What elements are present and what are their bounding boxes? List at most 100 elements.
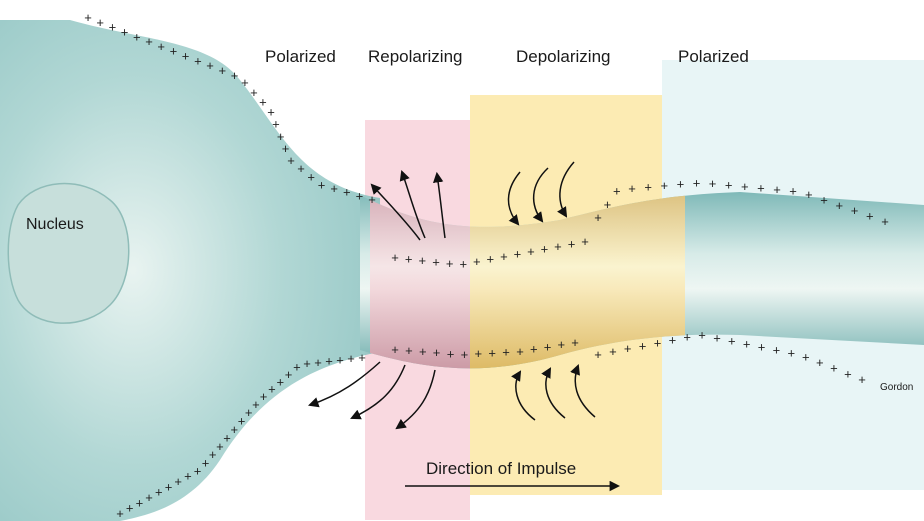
charge-plus-membrane-inner-top: + [500, 249, 508, 264]
charge-plus-membrane-outer-bottom-right: + [624, 341, 632, 356]
charge-plus-membrane-inner-top: + [391, 250, 399, 265]
charge-plus-membrane-inner-bottom: + [461, 347, 469, 362]
charge-plus-membrane-top-left: + [133, 29, 141, 44]
charge-plus-membrane-outer-bottom-right: + [743, 336, 751, 351]
charge-plus-membrane-top-left: + [84, 10, 92, 25]
charge-plus-membrane-outer-bottom-right: + [728, 333, 736, 348]
charge-plus-membrane-bottom-left: + [260, 389, 268, 404]
charge-plus-membrane-bottom-left: + [116, 506, 124, 521]
charge-plus-membrane-outer-bottom-right: + [788, 345, 796, 360]
charge-plus-membrane-inner-top: + [527, 244, 535, 259]
charge-plus-membrane-top-left: + [145, 34, 153, 49]
charge-plus-membrane-inner-top: + [419, 253, 427, 268]
charge-plus-membrane-outer-top-right: + [757, 181, 765, 196]
charge-plus-membrane-bottom-left: + [336, 353, 344, 368]
charge-plus-membrane-inner-top: + [432, 254, 440, 269]
charge-plus-membrane-bottom-left: + [347, 351, 355, 366]
charge-plus-membrane-outer-top-right: + [820, 193, 828, 208]
zone-label-depolarizing: Depolarizing [516, 47, 611, 67]
charge-plus-membrane-bottom-left: + [194, 463, 202, 478]
charge-plus-membrane-top-left: + [109, 20, 117, 35]
charge-plus-membrane-outer-bottom-right: + [816, 355, 824, 370]
charge-plus-membrane-outer-top-right: + [881, 214, 889, 229]
charge-plus-membrane-bottom-left: + [277, 374, 285, 389]
charge-plus-membrane-top-left: + [330, 181, 338, 196]
charge-plus-membrane-outer-bottom-right: + [802, 349, 810, 364]
charge-plus-membrane-bottom-left: + [252, 397, 260, 412]
charge-plus-membrane-bottom-left: + [314, 355, 322, 370]
charge-plus-membrane-top-left: + [318, 178, 326, 193]
charge-plus-membrane-outer-bottom-right: + [713, 330, 721, 345]
charge-plus-membrane-outer-top-right: + [613, 184, 621, 199]
charge-plus-membrane-outer-bottom-right: + [830, 361, 838, 376]
charge-plus-membrane-top-left: + [231, 68, 239, 83]
charge-plus-membrane-inner-top: + [541, 241, 549, 256]
charge-plus-membrane-outer-bottom-right: + [773, 342, 781, 357]
charge-plus-membrane-outer-bottom-right: + [654, 335, 662, 350]
charge-plus-membrane-bottom-left: + [303, 356, 311, 371]
charge-plus-membrane-inner-bottom: + [447, 346, 455, 361]
charge-plus-membrane-outer-top-right: + [725, 178, 733, 193]
charge-plus-membrane-top-left: + [96, 15, 104, 30]
charge-plus-membrane-outer-top-right: + [773, 182, 781, 197]
charge-plus-membrane-outer-bottom-right: + [609, 344, 617, 359]
charge-plus-membrane-outer-top-right: + [709, 176, 717, 191]
charge-plus-membrane-top-left: + [259, 94, 267, 109]
charge-plus-membrane-bottom-left: + [285, 367, 293, 382]
charge-plus-membrane-top-left: + [297, 161, 305, 176]
direction-label: Direction of Impulse [426, 459, 576, 479]
charge-plus-membrane-outer-bottom-right: + [844, 366, 852, 381]
charge-plus-membrane-bottom-left: + [268, 382, 276, 397]
zone-label-polarized-right: Polarized [678, 47, 749, 67]
charge-plus-membrane-outer-bottom-right: + [858, 372, 866, 387]
charge-plus-membrane-inner-top: + [581, 234, 589, 249]
charge-plus-membrane-outer-top-right: + [594, 210, 602, 225]
nucleus [8, 184, 129, 324]
charge-plus-membrane-top-left: + [219, 63, 227, 78]
charge-plus-membrane-top-left: + [206, 58, 214, 73]
charge-plus-membrane-top-left: + [356, 188, 364, 203]
charge-plus-membrane-outer-bottom-right: + [758, 339, 766, 354]
charge-plus-membrane-bottom-left: + [155, 485, 163, 500]
charge-plus-membrane-top-left: + [307, 170, 315, 185]
charge-plus-membrane-inner-top: + [514, 246, 522, 261]
charge-plus-membrane-top-left: + [170, 44, 178, 59]
charge-plus-membrane-bottom-left: + [293, 360, 301, 375]
charge-plus-membrane-inner-top: + [473, 254, 481, 269]
artist-credit: Gordon [880, 382, 913, 393]
charge-plus-membrane-outer-bottom-right: + [669, 332, 677, 347]
charge-plus-membrane-top-left: + [287, 153, 295, 168]
charge-plus-membrane-top-left: + [250, 85, 258, 100]
charge-plus-membrane-outer-top-right: + [805, 187, 813, 202]
charge-plus-membrane-inner-top: + [554, 239, 562, 254]
charge-plus-membrane-top-left: + [343, 185, 351, 200]
charge-plus-membrane-inner-bottom: + [530, 342, 538, 357]
charge-plus-membrane-outer-top-right: + [604, 197, 612, 212]
charge-plus-membrane-outer-bottom-right: + [639, 338, 647, 353]
charge-plus-membrane-outer-bottom-right: + [594, 347, 602, 362]
charge-plus-membrane-bottom-left: + [126, 501, 134, 516]
nucleus-label: Nucleus [26, 216, 84, 234]
charge-plus-membrane-inner-bottom: + [558, 337, 566, 352]
charge-plus-membrane-outer-top-right: + [851, 203, 859, 218]
charge-plus-membrane-inner-bottom: + [571, 335, 579, 350]
charge-plus-membrane-inner-bottom: + [433, 345, 441, 360]
charge-plus-membrane-top-left: + [241, 75, 249, 90]
charge-plus-membrane-inner-top: + [446, 256, 454, 271]
charge-plus-membrane-outer-top-right: + [661, 178, 669, 193]
charge-plus-membrane-inner-bottom: + [488, 345, 496, 360]
charge-plus-membrane-inner-bottom: + [391, 342, 399, 357]
zone-label-repolarizing: Repolarizing [368, 47, 463, 67]
charge-plus-membrane-outer-bottom-right: + [683, 330, 691, 345]
charge-plus-membrane-inner-bottom: + [419, 344, 427, 359]
charge-plus-membrane-bottom-left: + [145, 490, 153, 505]
charge-plus-membrane-inner-top: + [568, 237, 576, 252]
charge-plus-membrane-outer-top-right: + [693, 175, 701, 190]
zone-label-polarized-left: Polarized [265, 47, 336, 67]
charge-plus-membrane-inner-top: + [460, 256, 468, 271]
charge-plus-membrane-inner-bottom: + [516, 344, 524, 359]
charge-plus-membrane-inner-bottom: + [544, 340, 552, 355]
charge-plus-membrane-bottom-left: + [165, 479, 173, 494]
